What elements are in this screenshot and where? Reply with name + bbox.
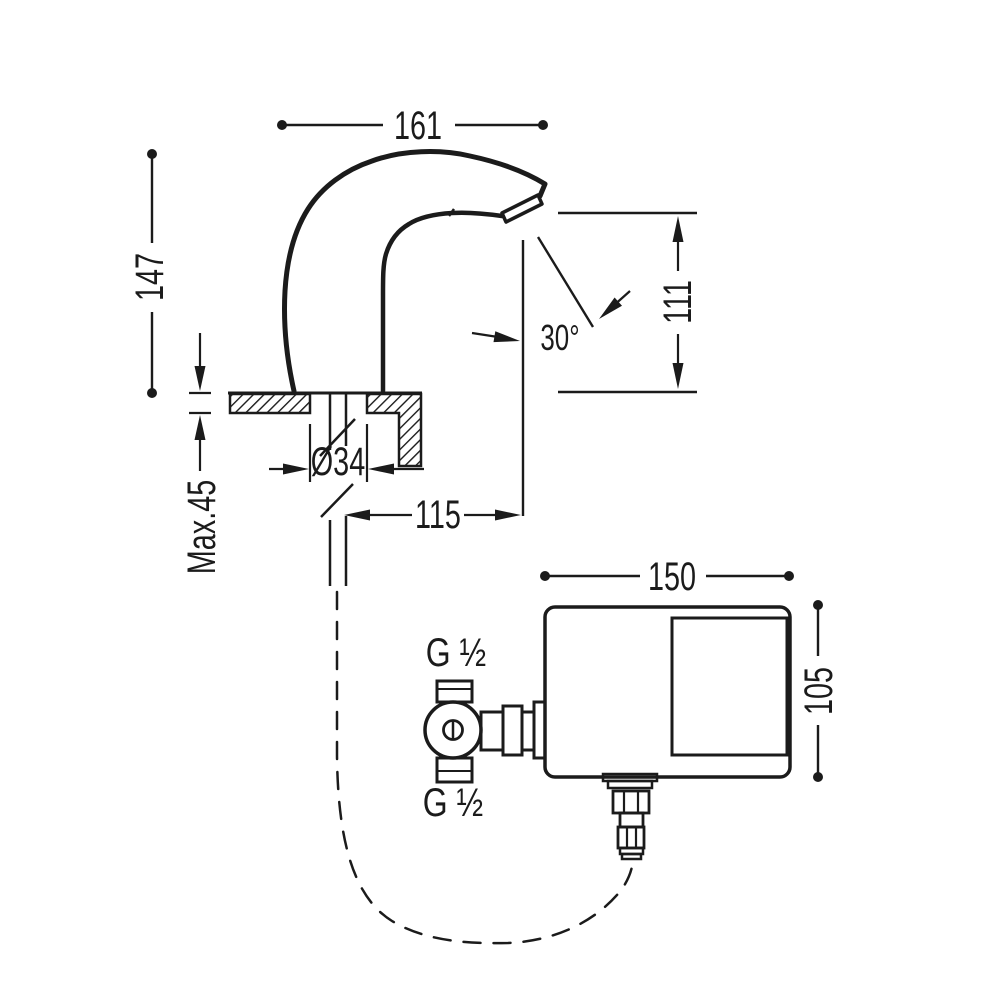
control-box-window (670, 616, 789, 757)
angle-annotation: 30° (471, 236, 631, 516)
thread-bottom-label: G ½ (423, 780, 483, 825)
dim-box-width: 150 (540, 554, 794, 599)
dim-endpoint-dot (538, 120, 548, 130)
arrowhead-down-icon (672, 363, 684, 389)
dim-endpoint-dot (813, 600, 823, 610)
dim-endpoint-dot (277, 120, 287, 130)
dim-161-label: 161 (394, 103, 442, 148)
compression-fitting (532, 700, 547, 760)
dim-base-diameter: Ø34 (269, 424, 424, 484)
angle-line (536, 236, 595, 328)
faucet-body (281, 149, 548, 394)
arrowhead-left-icon (368, 463, 394, 475)
dim-105-label: 105 (796, 667, 841, 715)
arrowhead-right-icon (495, 509, 521, 521)
arrowhead-right-icon (283, 463, 309, 475)
spout-outer-curve (281, 149, 548, 394)
counter-hatch-left (228, 392, 312, 415)
dim-max-thickness: Max.45 (179, 333, 224, 574)
angle-label: 30° (540, 318, 579, 358)
dim-outlet-height: 111 (558, 211, 700, 394)
arrowhead-left-icon (344, 509, 370, 521)
outlet-fitting (601, 772, 659, 861)
cable-dashed-path (335, 590, 635, 945)
control-box-outline (543, 605, 792, 779)
fitting-plate (606, 779, 654, 790)
dim-endpoint-dot (813, 772, 823, 782)
dim-endpoint-dot (784, 571, 794, 581)
spout-inner-curve (380, 210, 505, 394)
dim-total-height: 147 (127, 149, 172, 398)
dim-111-label: 111 (655, 280, 700, 324)
arrowhead-down-icon (194, 366, 206, 391)
dim-147-label: 147 (127, 253, 172, 301)
countertop-section (228, 391, 423, 468)
dim-115-label: 115 (415, 492, 461, 537)
arrowhead-up-icon (194, 415, 206, 440)
dim-diameter-label: Ø34 (311, 439, 365, 484)
dim-endpoint-dot (147, 388, 157, 398)
valve-assembly (423, 679, 547, 784)
aerator-outlet (500, 193, 544, 224)
sensor-cable (335, 590, 635, 945)
dim-box-height: 105 (796, 600, 841, 782)
fitting-cap (620, 852, 643, 861)
arrowhead-down-left-icon (599, 297, 622, 319)
arrow-tail (471, 331, 499, 339)
dim-outlet-offset: 115 (344, 492, 521, 537)
counter-hatch-right (365, 392, 423, 468)
dim-max45-label: Max.45 (179, 480, 224, 574)
dim-endpoint-dot (147, 149, 157, 159)
spout-seam-mark (447, 208, 456, 217)
thread-top-label: G ½ (426, 630, 486, 675)
arrowhead-up-icon (672, 216, 684, 242)
dim-150-label: 150 (648, 554, 696, 599)
dim-spout-width: 161 (277, 103, 548, 148)
arrowhead-right-icon (493, 331, 520, 343)
control-box (543, 605, 792, 779)
pipe-break-mark (320, 483, 354, 518)
pipe-break-mark (319, 418, 356, 457)
thread-labels: G ½ G ½ (423, 630, 486, 825)
supply-pipes (319, 394, 356, 586)
dim-endpoint-dot (540, 571, 550, 581)
